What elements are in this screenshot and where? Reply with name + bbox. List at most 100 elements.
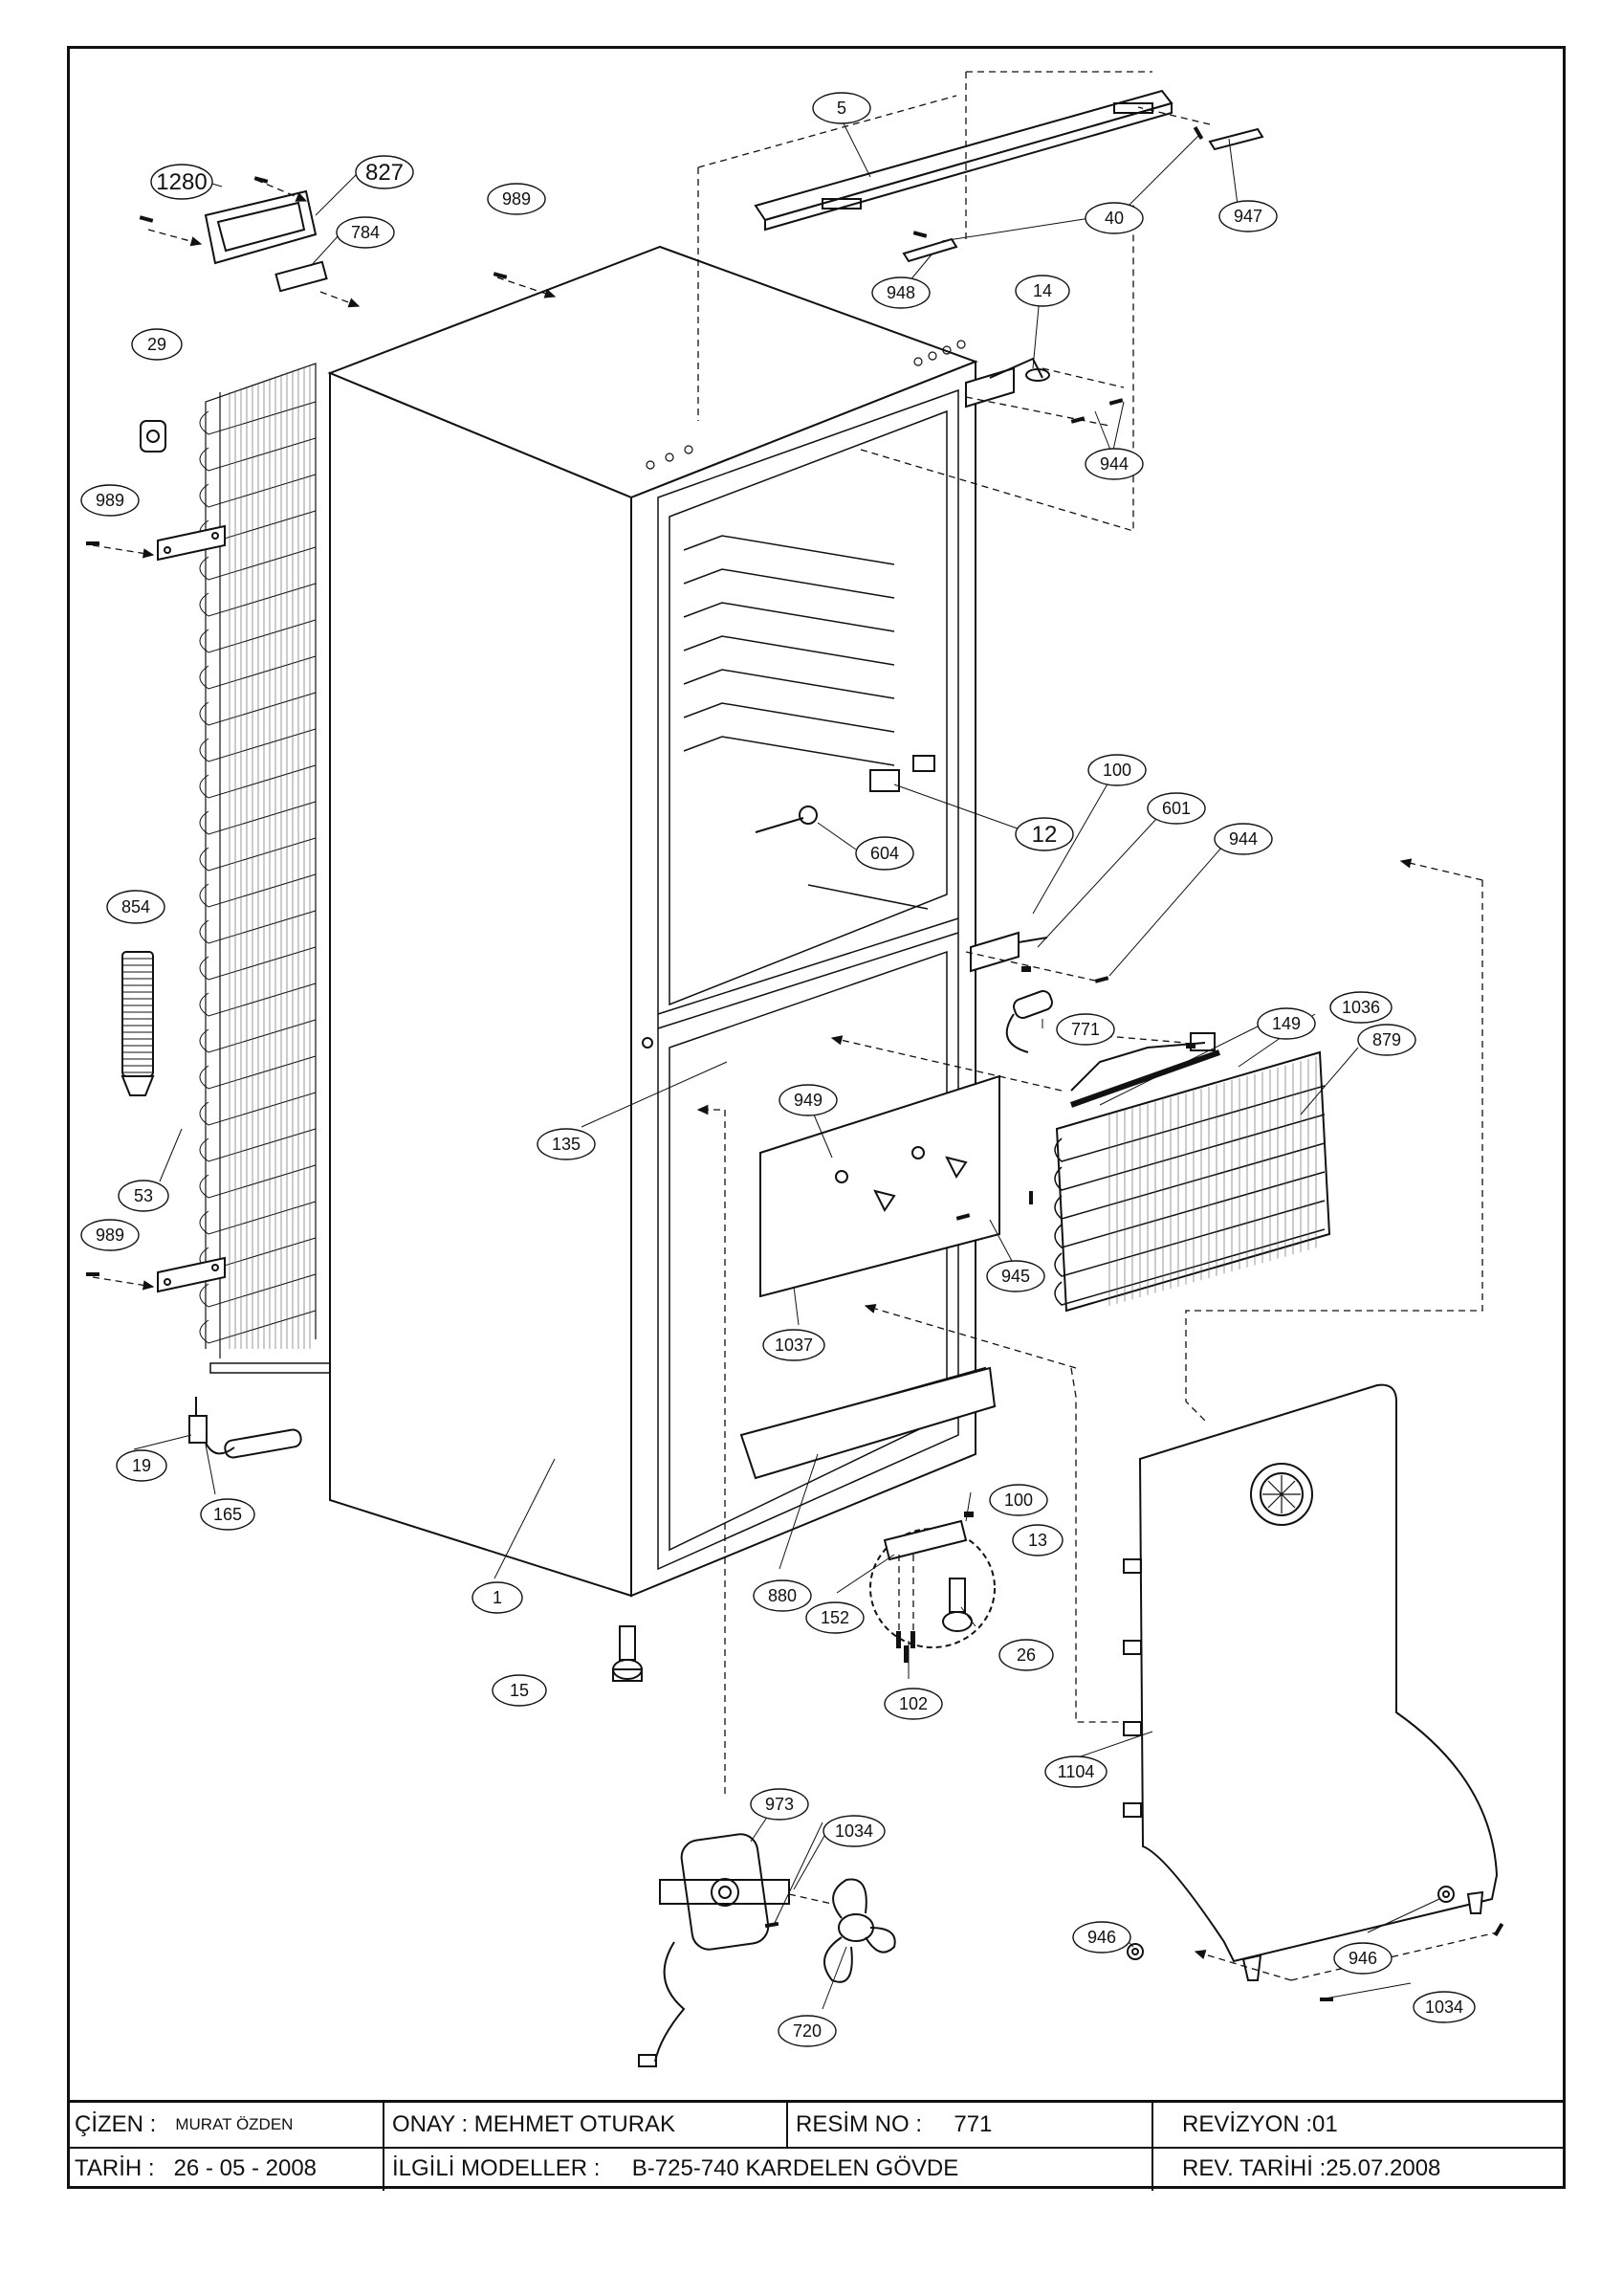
callout-601: 601 [1147, 792, 1206, 825]
callout-label: 973 [765, 1795, 794, 1814]
callout-946: 946 [1333, 1942, 1393, 1975]
callout-989: 989 [80, 484, 140, 517]
related-models-value: B-725-740 KARDELEN GÖVDE [631, 2155, 959, 2181]
callout-5: 5 [812, 92, 871, 124]
callout-label: 601 [1162, 799, 1191, 818]
callout-1036: 1036 [1329, 991, 1393, 1024]
callout-label: 1036 [1342, 998, 1380, 1017]
callout-945: 945 [986, 1260, 1045, 1292]
callout-label: 944 [1229, 829, 1258, 849]
rear-foot-26 [942, 1578, 973, 1632]
callout-label: 100 [1103, 761, 1131, 780]
upper-hinge [965, 357, 1050, 408]
callout-label: 13 [1028, 1531, 1047, 1550]
callout-label: 5 [837, 99, 846, 118]
callout-1037: 1037 [762, 1329, 825, 1361]
date-value: 26 - 05 - 2008 [173, 2155, 318, 2181]
condenser-clip-lower [157, 1256, 226, 1293]
callout-label: 135 [552, 1135, 581, 1154]
callout-label: 1104 [1058, 1762, 1095, 1781]
callout-label: 989 [96, 1225, 124, 1245]
callout-944: 944 [1214, 823, 1273, 855]
drawing-number-label: RESİM NO : [796, 2111, 923, 2137]
condenser-clip-upper [157, 524, 226, 562]
callout-label: 880 [768, 1586, 797, 1605]
callout-label: 1034 [835, 1821, 873, 1841]
callout-102: 102 [884, 1688, 943, 1720]
title-block-row-2: TARİH : 26 - 05 - 2008 İLGİLİ MODELLER :… [67, 2147, 1566, 2191]
cabinet-body [327, 245, 997, 1598]
callout-label: 29 [147, 335, 166, 354]
title-block-row-1: ÇİZEN : MURAT ÖZDEN ONAY : MEHMET OTURAK… [67, 2103, 1566, 2149]
callout-15: 15 [492, 1674, 547, 1707]
drawn-by-value: MURAT ÖZDEN [175, 2115, 294, 2133]
callout-label: 1034 [1425, 1998, 1463, 2017]
drawing-number-value: 771 [954, 2111, 993, 2137]
callout-label: 19 [132, 1456, 151, 1475]
drain-hose-854 [121, 951, 155, 1096]
callout-53: 53 [118, 1180, 169, 1212]
drier-filter [188, 1397, 302, 1459]
drawing-sheet [67, 46, 1566, 2189]
callout-949: 949 [779, 1084, 838, 1116]
front-foot [612, 1625, 643, 1682]
callout-label: 100 [1004, 1490, 1033, 1510]
approval-cell: ONAY : MEHMET OTURAK [384, 2103, 786, 2147]
callout-135: 135 [537, 1128, 596, 1160]
middle-hinge [970, 931, 1048, 973]
callout-1034: 1034 [822, 1815, 886, 1847]
drawing-number-cell: RESİM NO : 771 [788, 2103, 1151, 2147]
screws [86, 125, 1504, 2001]
callout-label: 149 [1272, 1014, 1301, 1033]
callout-label: 1280 [156, 169, 207, 195]
callout-19: 19 [116, 1449, 167, 1482]
callout-946: 946 [1072, 1921, 1131, 1954]
callout-label: 784 [351, 223, 380, 242]
callout-152: 152 [805, 1601, 865, 1634]
callout-165: 165 [200, 1498, 255, 1531]
callout-1280: 1280 [150, 164, 213, 200]
callout-label: 152 [821, 1608, 849, 1627]
callout-100: 100 [989, 1484, 1048, 1516]
thermostat-housing-827 [204, 189, 318, 265]
rear-cover-panel [1123, 1383, 1499, 1981]
callout-label: 26 [1017, 1645, 1036, 1665]
drawn-by-cell: ÇİZEN : MURAT ÖZDEN [67, 2103, 383, 2147]
callout-label: 945 [1001, 1267, 1030, 1286]
callout-948: 948 [871, 276, 931, 309]
callout-14: 14 [1015, 275, 1070, 307]
callout-label: 1037 [775, 1336, 813, 1355]
callout-973: 973 [750, 1788, 809, 1821]
condenser [199, 363, 331, 1374]
revision-date: REV. TARİHİ :25.07.2008 [1182, 2155, 1441, 2181]
callout-880: 880 [753, 1579, 812, 1612]
fan-motor [638, 1833, 790, 2067]
callout-label: 989 [96, 491, 124, 510]
top-cover-strip [754, 89, 1173, 232]
callout-label: 949 [794, 1091, 822, 1110]
callout-label: 102 [899, 1694, 928, 1713]
revision: REVİZYON :01 [1182, 2111, 1338, 2137]
callout-label: 827 [365, 160, 404, 186]
callout-label: 771 [1071, 1020, 1100, 1039]
callout-12: 12 [1015, 817, 1074, 851]
callout-label: 989 [502, 189, 531, 209]
callout-29: 29 [131, 328, 183, 361]
related-models-label: İLGİLİ MODELLER : [392, 2155, 601, 2181]
approved-by: ONAY : MEHMET OTURAK [392, 2111, 676, 2137]
callout-26: 26 [998, 1639, 1054, 1671]
callout-944: 944 [1085, 448, 1144, 480]
callout-879: 879 [1357, 1024, 1416, 1056]
fan-blade [823, 1878, 896, 1983]
washer-946-right [1437, 1886, 1455, 1903]
callout-label: 879 [1372, 1030, 1401, 1049]
lower-hinge [883, 1519, 968, 1561]
air-duct [739, 1366, 997, 1480]
callout-label: 40 [1105, 209, 1124, 228]
callout-label: 947 [1234, 207, 1262, 226]
revision-date-cell: REV. TARİHİ :25.07.2008 [1153, 2147, 1555, 2191]
related-models-cell: İLGİLİ MODELLER : B-725-740 KARDELEN GÖV… [384, 2147, 1151, 2191]
callout-label: 720 [793, 2021, 822, 2041]
callout-label: 53 [134, 1186, 153, 1205]
callout-label: 14 [1033, 281, 1052, 300]
